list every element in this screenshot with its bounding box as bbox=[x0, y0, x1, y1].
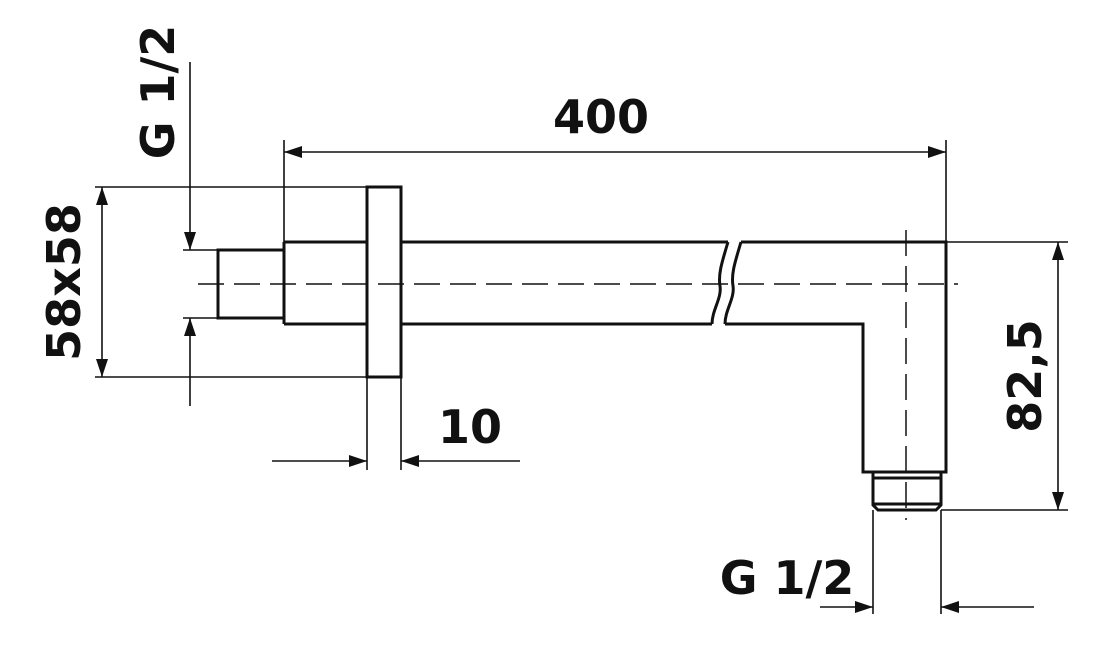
arm-rear-section bbox=[282, 240, 367, 326]
arrow-head bbox=[284, 146, 302, 158]
arrow-head bbox=[184, 318, 196, 336]
outlet-thread-nut bbox=[871, 472, 943, 512]
arrow-head bbox=[1052, 492, 1064, 510]
arrow-head bbox=[928, 146, 946, 158]
dimension-drop-height: 82,5 bbox=[941, 241, 1068, 511]
dimension-outlet-g12-label: G 1/2 bbox=[720, 551, 855, 605]
arm-elbow-drop bbox=[725, 240, 948, 474]
dimension-inlet-g12-label: G 1/2 bbox=[131, 25, 185, 160]
arrow-head bbox=[96, 187, 108, 205]
arm-break-right bbox=[723, 241, 743, 325]
dimension-escutcheon-size: 58x58 bbox=[37, 186, 367, 378]
dimension-inlet-thread: G 1/2 bbox=[131, 25, 218, 406]
dimension-escutcheon-thickness: 10 bbox=[272, 377, 520, 470]
arrow-head bbox=[184, 232, 196, 250]
dimension-overall-length: 400 bbox=[283, 90, 947, 242]
arrow-head bbox=[349, 455, 367, 467]
dimension-82-5-label: 82,5 bbox=[998, 319, 1052, 433]
dimension-outlet-thread: G 1/2 bbox=[720, 510, 1034, 614]
arrow-head bbox=[941, 601, 959, 613]
arrow-head bbox=[1052, 242, 1064, 260]
dimension-400-label: 400 bbox=[553, 90, 649, 144]
arrow-head bbox=[96, 359, 108, 377]
center-lines bbox=[198, 230, 958, 520]
dimension-58x58-label: 58x58 bbox=[37, 203, 91, 361]
arm-main-left bbox=[401, 240, 728, 326]
dimension-10-label: 10 bbox=[438, 400, 502, 454]
escutcheon-plate bbox=[365, 185, 403, 379]
arm-break-left bbox=[710, 241, 730, 325]
shower-arm-body bbox=[216, 185, 948, 512]
arrow-head bbox=[855, 601, 873, 613]
arrow-head bbox=[401, 455, 419, 467]
